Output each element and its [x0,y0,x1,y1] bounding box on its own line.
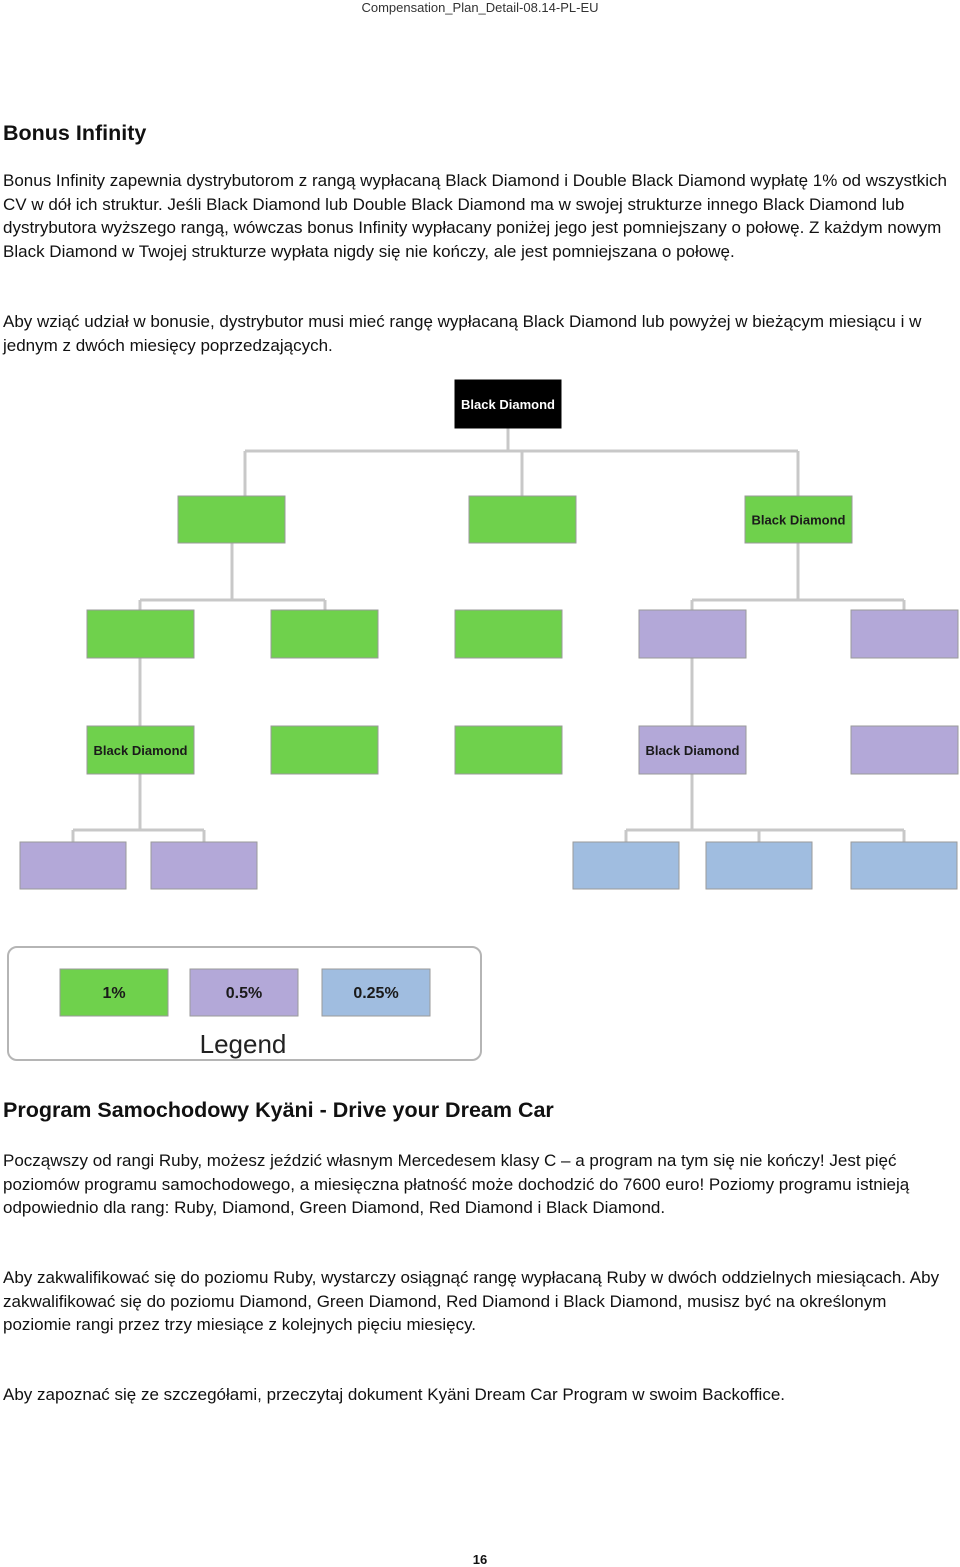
box-level2-b [270,609,379,659]
box-level3-c [454,725,563,775]
car-paragraph-1: Począwszy od rangi Ruby, możesz jeździć … [3,1151,910,1217]
connector-left-branch [138,543,327,610]
box-level3-e [850,725,959,775]
box-level2-d [638,609,747,659]
section-title-infinity: Bonus Infinity [3,121,147,145]
box-top-black-diamond-label: Black Diamond [461,397,555,412]
legend-item-3: 0.25% [321,968,431,1017]
box-level4-c [572,841,680,890]
legend-item-2: 0.5% [189,968,299,1017]
box-level1-middle [468,495,577,544]
box-level3-right-black-diamond: Black Diamond [638,725,747,775]
connector-left-bd-children [71,774,206,842]
box-level2-a [86,609,195,659]
connector-right-branch [690,543,906,610]
page-number: 16 [472,1552,488,1567]
box-level1-right-black-diamond: Black Diamond [744,495,853,544]
legend-item-label: 1% [102,985,125,1002]
legend: 1% 0.5% 0.25% Legend [7,946,482,1061]
box-level2-c [454,609,563,659]
legend-item-label: 0.25% [353,985,398,1002]
box-level4-b [150,841,258,890]
box-level3-left-black-diamond-label: Black Diamond [94,743,188,758]
car-paragraph-2: Aby zakwalifikować się do poziomu Ruby, … [3,1268,940,1334]
connector-level-1 [243,428,800,496]
box-level1-left [177,495,286,544]
infinity-paragraph-1: Bonus Infinity zapewnia dystrybutorom z … [3,171,947,261]
box-level4-d [705,841,813,890]
legend-item-1: 1% [59,968,169,1017]
box-level2-e [850,609,959,659]
connector-lines [71,428,906,842]
legend-item-label: 0.5% [226,985,262,1002]
box-level3-right-black-diamond-label: Black Diamond [646,743,740,758]
infinity-paragraph-2: Aby wziąć udział w bonusie, dystrybutor … [3,312,922,355]
connector-right-bd-children [624,774,906,842]
legend-title: Legend [200,1029,287,1059]
document-code-header: Compensation_Plan_Detail-08.14-PL-EU [361,0,599,15]
box-level1-right-black-diamond-label: Black Diamond [752,513,846,528]
box-level4-a [19,841,127,890]
box-level3-b [270,725,379,775]
section-title-car-program: Program Samochodowy Kyäni - Drive your D… [3,1098,554,1122]
box-top-black-diamond: Black Diamond [454,379,562,429]
box-level4-e [850,841,958,890]
car-paragraph-3: Aby zapoznać się ze szczegółami, przeczy… [3,1385,785,1404]
box-level3-left-black-diamond: Black Diamond [86,725,195,775]
